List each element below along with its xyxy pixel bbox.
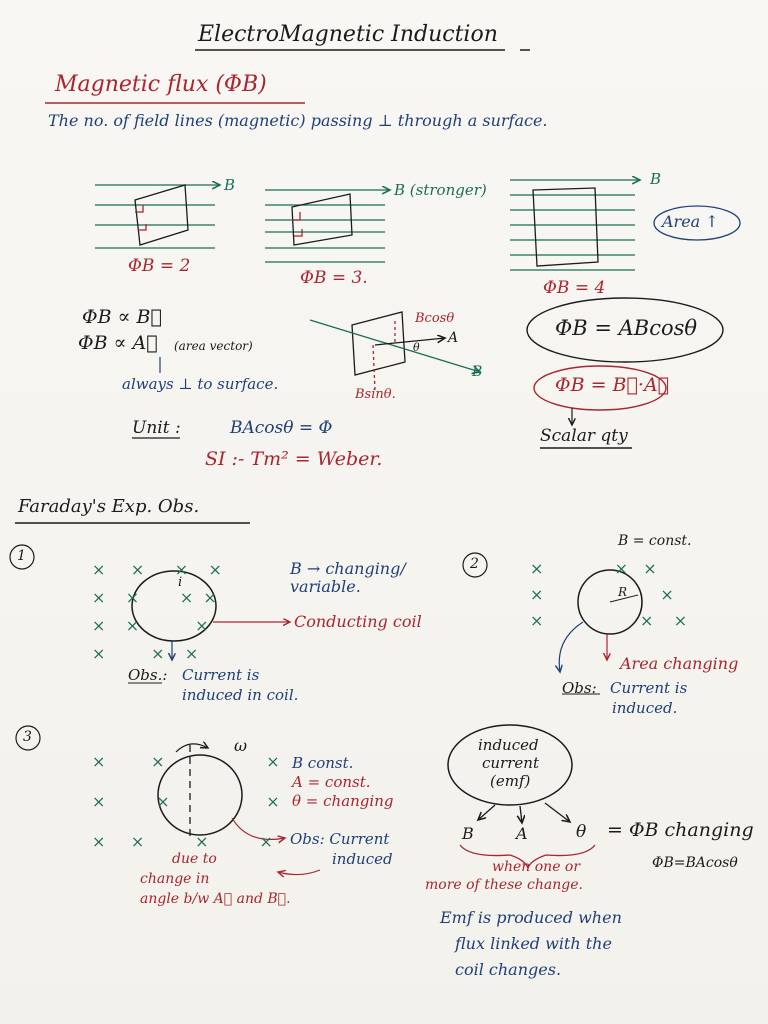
- emf-conclusion-line2: flux linked with the: [455, 934, 612, 953]
- unit-equation: BAcosθ = Φ: [230, 418, 333, 438]
- exp1-number: 1: [17, 548, 26, 564]
- flux-figure-3: [510, 180, 741, 271]
- exp2-obs-line2: induced.: [612, 699, 678, 717]
- exp2-field-crosses: × × × × × × × ×: [530, 559, 688, 630]
- emf-bubble: [447, 724, 573, 806]
- exp2-obs-label: Obs:: [562, 679, 597, 697]
- emf-when-line1: when one or: [492, 859, 581, 875]
- emf-flux-formula: ΦB=BAcosθ: [652, 855, 738, 871]
- si-unit: SI :- Tm² = Weber.: [205, 448, 383, 470]
- b-vector-label: B: [472, 364, 483, 380]
- page-title: ElectroMagnetic Induction: [198, 22, 498, 47]
- emf-conclusion-line1: Emf is produced when: [440, 908, 622, 927]
- exp3-obs: Obs: Current: [290, 830, 390, 848]
- exp3-due-line2: change in: [140, 871, 210, 887]
- exp3-b-const: B const.: [292, 754, 354, 772]
- flux-definition: The no. of field lines (magnetic) passin…: [48, 111, 548, 130]
- tilted-plate-diagram: [309, 311, 480, 391]
- fig2-b-label: B (stronger): [394, 181, 487, 199]
- emf-b: B: [462, 824, 474, 843]
- emf-a: A: [516, 824, 528, 843]
- formula-abcos: ΦB = ABcosθ: [555, 316, 698, 340]
- fig1-phi: ΦB = 2: [128, 256, 191, 276]
- fig2-phi: ΦB = 3.: [300, 268, 368, 288]
- exp1-current-i: i: [178, 575, 183, 590]
- formula-ellipse: [526, 297, 724, 363]
- fig3-b-label: B: [650, 170, 662, 188]
- emf-conclusion-line3: coil changes.: [455, 960, 562, 979]
- flux-heading: Magnetic flux (ΦB): [55, 72, 267, 97]
- scalar-qty: Scalar qty: [540, 426, 628, 446]
- emf-when-line2: more of these change.: [425, 877, 583, 893]
- emf-bubble-line2: current: [482, 754, 539, 772]
- exp2-b-const: B = const.: [618, 533, 692, 549]
- prop-phi-a: ΦB ∝ A⃗: [78, 332, 158, 354]
- bsin-label: Bsinθ.: [355, 387, 396, 402]
- always-perp: always ⊥ to surface.: [122, 375, 279, 393]
- exp1-b-changing: B → changing/ variable.: [290, 559, 406, 596]
- fig3-phi: ΦB = 4: [543, 278, 606, 298]
- bcos-label: Bcosθ: [415, 311, 455, 326]
- exp3-omega: ω: [234, 736, 248, 755]
- dot-formula-ellipse: [533, 365, 667, 411]
- a-vector-label: A: [448, 330, 459, 346]
- prop-phi-b: ΦB ∝ B⃗: [82, 306, 162, 328]
- exp3-field-crosses: × × × × × × × × × ×: [92, 752, 280, 851]
- emf-theta: θ: [576, 822, 587, 842]
- exp3-due-line1: due to: [172, 851, 217, 867]
- exp1-obs-label: Obs.:: [128, 666, 168, 684]
- exp1-obs-line1: Current is: [182, 666, 260, 684]
- exp2-coil: [577, 569, 643, 635]
- flux-figure-2: [265, 190, 390, 263]
- exp3-coil: [157, 754, 243, 836]
- theta-label: θ: [413, 341, 420, 354]
- area-vector-note: (area vector): [174, 339, 253, 353]
- exp2-radius-label: R: [618, 585, 628, 599]
- exp2-number: 2: [470, 556, 479, 572]
- formula-dot: ΦB = B⃗·A⃗: [555, 374, 670, 396]
- faraday-heading: Faraday's Exp. Obs.: [18, 496, 200, 517]
- exp2-obs-line1: Current is: [610, 679, 688, 697]
- exp2-area-changing: Area changing: [620, 654, 739, 673]
- emf-flux-changing: = ΦB changing: [607, 819, 754, 841]
- fig1-b-label: B: [224, 176, 236, 194]
- exp3-induced: induced: [332, 850, 393, 868]
- exp3-theta-changing: θ = changing: [292, 792, 394, 810]
- exp3-due-line3: angle b/w A⃗ and B⃗.: [140, 891, 291, 907]
- exp1-coil-label: Conducting coil: [294, 612, 422, 631]
- exp1-obs-line2: induced in coil.: [182, 686, 299, 704]
- exp1-coil: [131, 570, 217, 642]
- exp3-a-const: A = const.: [292, 773, 371, 791]
- flux-figure-1: [95, 185, 220, 249]
- fig3-area-note: Area ↑: [662, 212, 719, 231]
- emf-bubble-line1: induced: [478, 736, 539, 754]
- exp3-number: 3: [23, 729, 32, 745]
- emf-bubble-line3: (emf): [490, 772, 531, 790]
- exp1-field-crosses: × × × × × × × × × × × × × ×: [92, 560, 222, 663]
- unit-label: Unit :: [132, 418, 181, 438]
